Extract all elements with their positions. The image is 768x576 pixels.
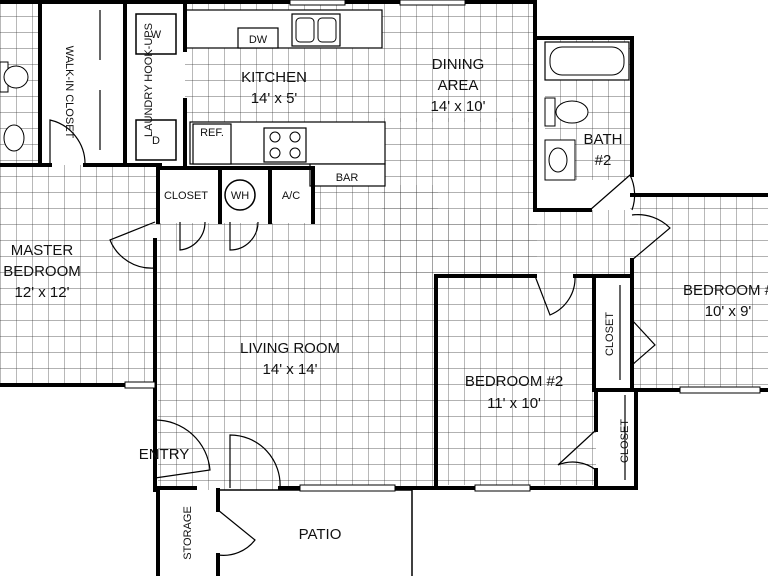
- laundry-label: LAUNDRY HOOK-UPS: [143, 23, 155, 137]
- refrigerator-label: REF.: [200, 127, 224, 139]
- bath-toilet: [544, 97, 589, 127]
- dryer-label: D: [152, 135, 160, 147]
- bath2-label: BATH: [584, 131, 623, 148]
- bedroom3-size: 10' x 9': [705, 303, 752, 320]
- dishwasher: [237, 27, 279, 49]
- bedroom3-closet-label: CLOSET: [619, 419, 631, 463]
- doors: [49, 10, 671, 556]
- living-room-label: LIVING ROOM: [240, 340, 340, 357]
- dryer: [135, 119, 177, 161]
- dining-label-1: DINING: [432, 56, 485, 73]
- bedroom2-size: 11' x 10': [487, 395, 541, 412]
- bedroom2-closet-label: CLOSET: [604, 312, 616, 356]
- kitchen-label: KITCHEN: [241, 69, 307, 86]
- washer-label: W: [151, 29, 162, 41]
- windows: [124, 0, 761, 492]
- fixtures: [0, 13, 630, 211]
- dining-size: 14' x 10': [431, 98, 486, 115]
- kitchen-size: 14' x 5': [251, 90, 298, 107]
- dishwasher-label: DW: [249, 34, 268, 46]
- entry-label: ENTRY: [139, 446, 190, 463]
- closet-label: CLOSET: [164, 190, 208, 202]
- water-heater-label: WH: [231, 190, 249, 202]
- patio-label: PATIO: [299, 526, 342, 543]
- master-bedroom-size: 12' x 12': [15, 284, 70, 301]
- washer: [135, 13, 177, 55]
- untiled-areas: [40, 0, 636, 576]
- walk-in-closet-label: WALK-IN CLOSET: [63, 46, 75, 139]
- master-toilet: [0, 61, 29, 93]
- kitchen-sink: [291, 13, 341, 47]
- bath2-number: #2: [595, 152, 612, 169]
- living-room-size: 14' x 14': [263, 361, 318, 378]
- patio-outline: [218, 489, 413, 576]
- cooktop: [263, 127, 307, 163]
- storage-label: STORAGE: [182, 506, 194, 560]
- water-heater: [224, 179, 256, 211]
- bedroom3-label: BEDROOM #: [683, 282, 768, 299]
- bar-label: BAR: [336, 172, 359, 184]
- master-bedroom-label-2: BEDROOM: [3, 263, 81, 280]
- bedroom2-label: BEDROOM #2: [465, 373, 563, 390]
- bathtub: [544, 41, 630, 81]
- room-labels: WALK-IN CLOSET LAUNDRY HOOK-UPS W D DW K…: [3, 23, 768, 560]
- dining-label-2: AREA: [438, 77, 479, 94]
- ac-label: A/C: [282, 190, 300, 202]
- bath-sink: [544, 139, 576, 181]
- master-sink: [3, 124, 25, 152]
- master-bedroom-label-1: MASTER: [11, 242, 74, 259]
